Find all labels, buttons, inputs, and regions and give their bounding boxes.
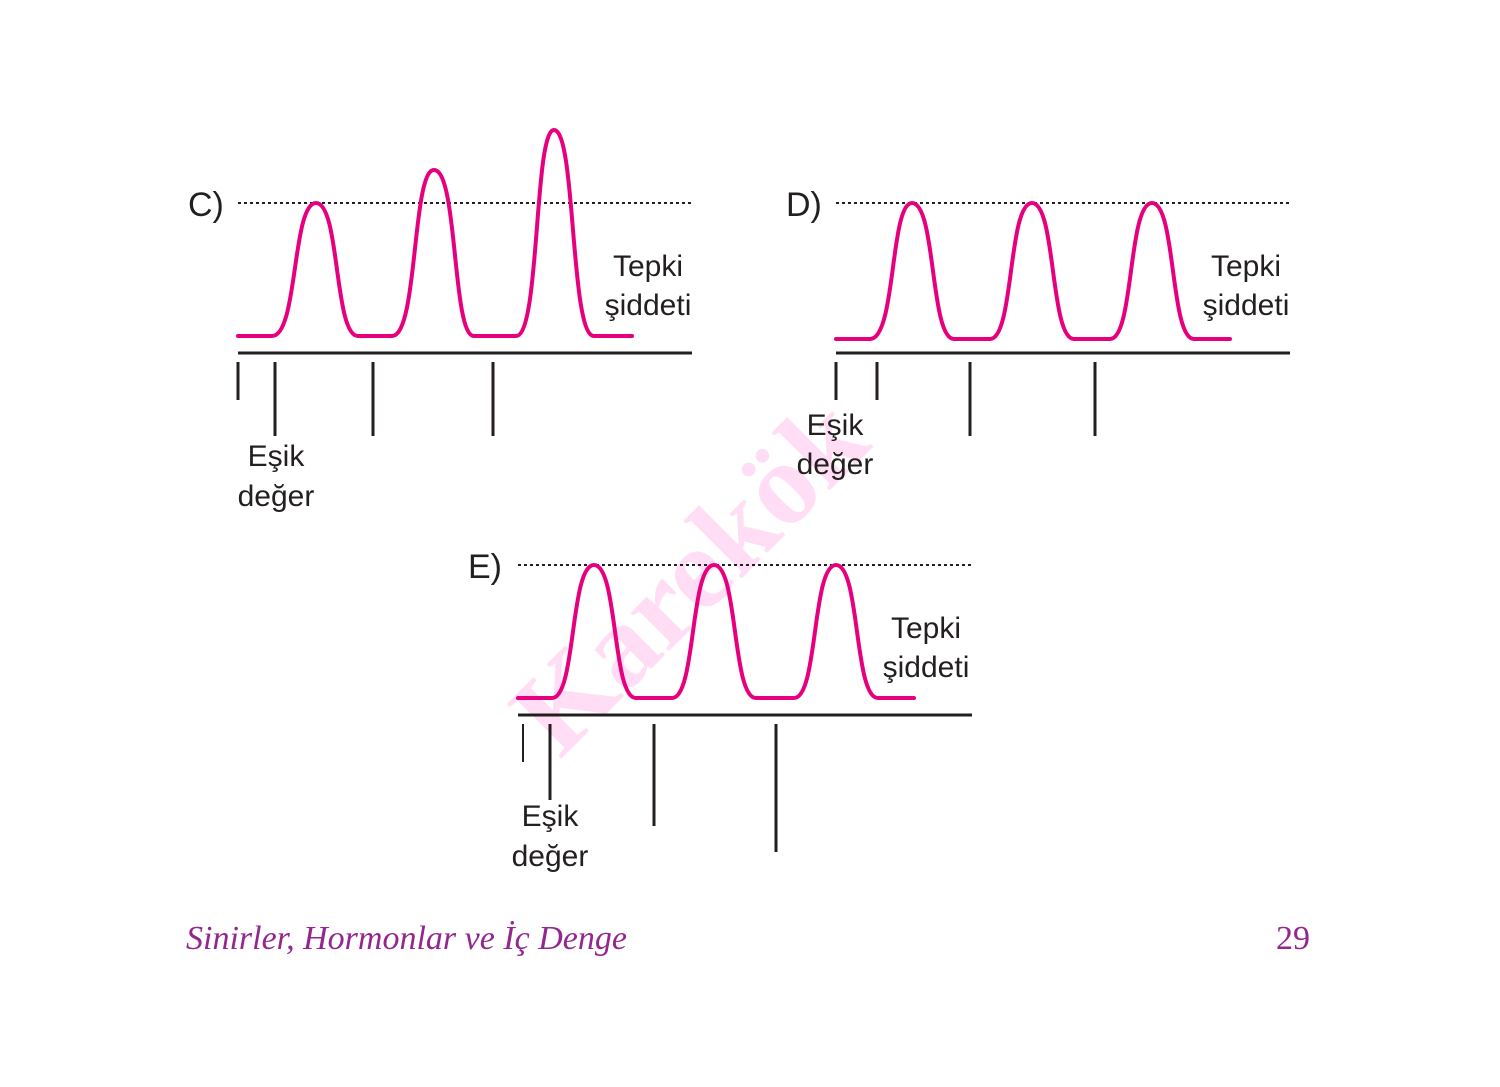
graph-label: D) <box>786 186 822 224</box>
response-label-line2: şiddeti <box>605 289 692 322</box>
response-label-line1: Tepki <box>613 250 683 283</box>
response-label-line1: Tepki <box>1211 250 1281 283</box>
response-curve <box>236 127 634 338</box>
response-curve <box>834 200 1232 341</box>
response-label-line2: şiddeti <box>883 651 970 684</box>
threshold-label-line2: değer <box>238 480 315 513</box>
response-label-line1: Tepki <box>891 612 961 645</box>
graph-label: E) <box>468 548 502 586</box>
footer-title: Sinirler, Hormonlar ve İç Denge <box>186 920 627 957</box>
threshold-label-line2: değer <box>797 448 874 481</box>
threshold-label-line1: Eşik <box>807 409 865 442</box>
graph-c: C) Tepki şiddeti Eşik değer <box>188 127 692 513</box>
threshold-label-line1: Eşik <box>248 440 306 473</box>
page-number: 29 <box>1276 920 1310 957</box>
graph-d: D) Tepki şiddeti Eşik değer <box>786 186 1290 481</box>
graph-label: C) <box>188 186 224 224</box>
threshold-label-line1: Eşik <box>522 800 580 833</box>
graph-e: E) Tepki şiddeti Eşik değer <box>468 548 972 873</box>
threshold-label-line2: değer <box>512 840 589 873</box>
response-label-line2: şiddeti <box>1203 289 1290 322</box>
response-curve <box>516 562 916 700</box>
